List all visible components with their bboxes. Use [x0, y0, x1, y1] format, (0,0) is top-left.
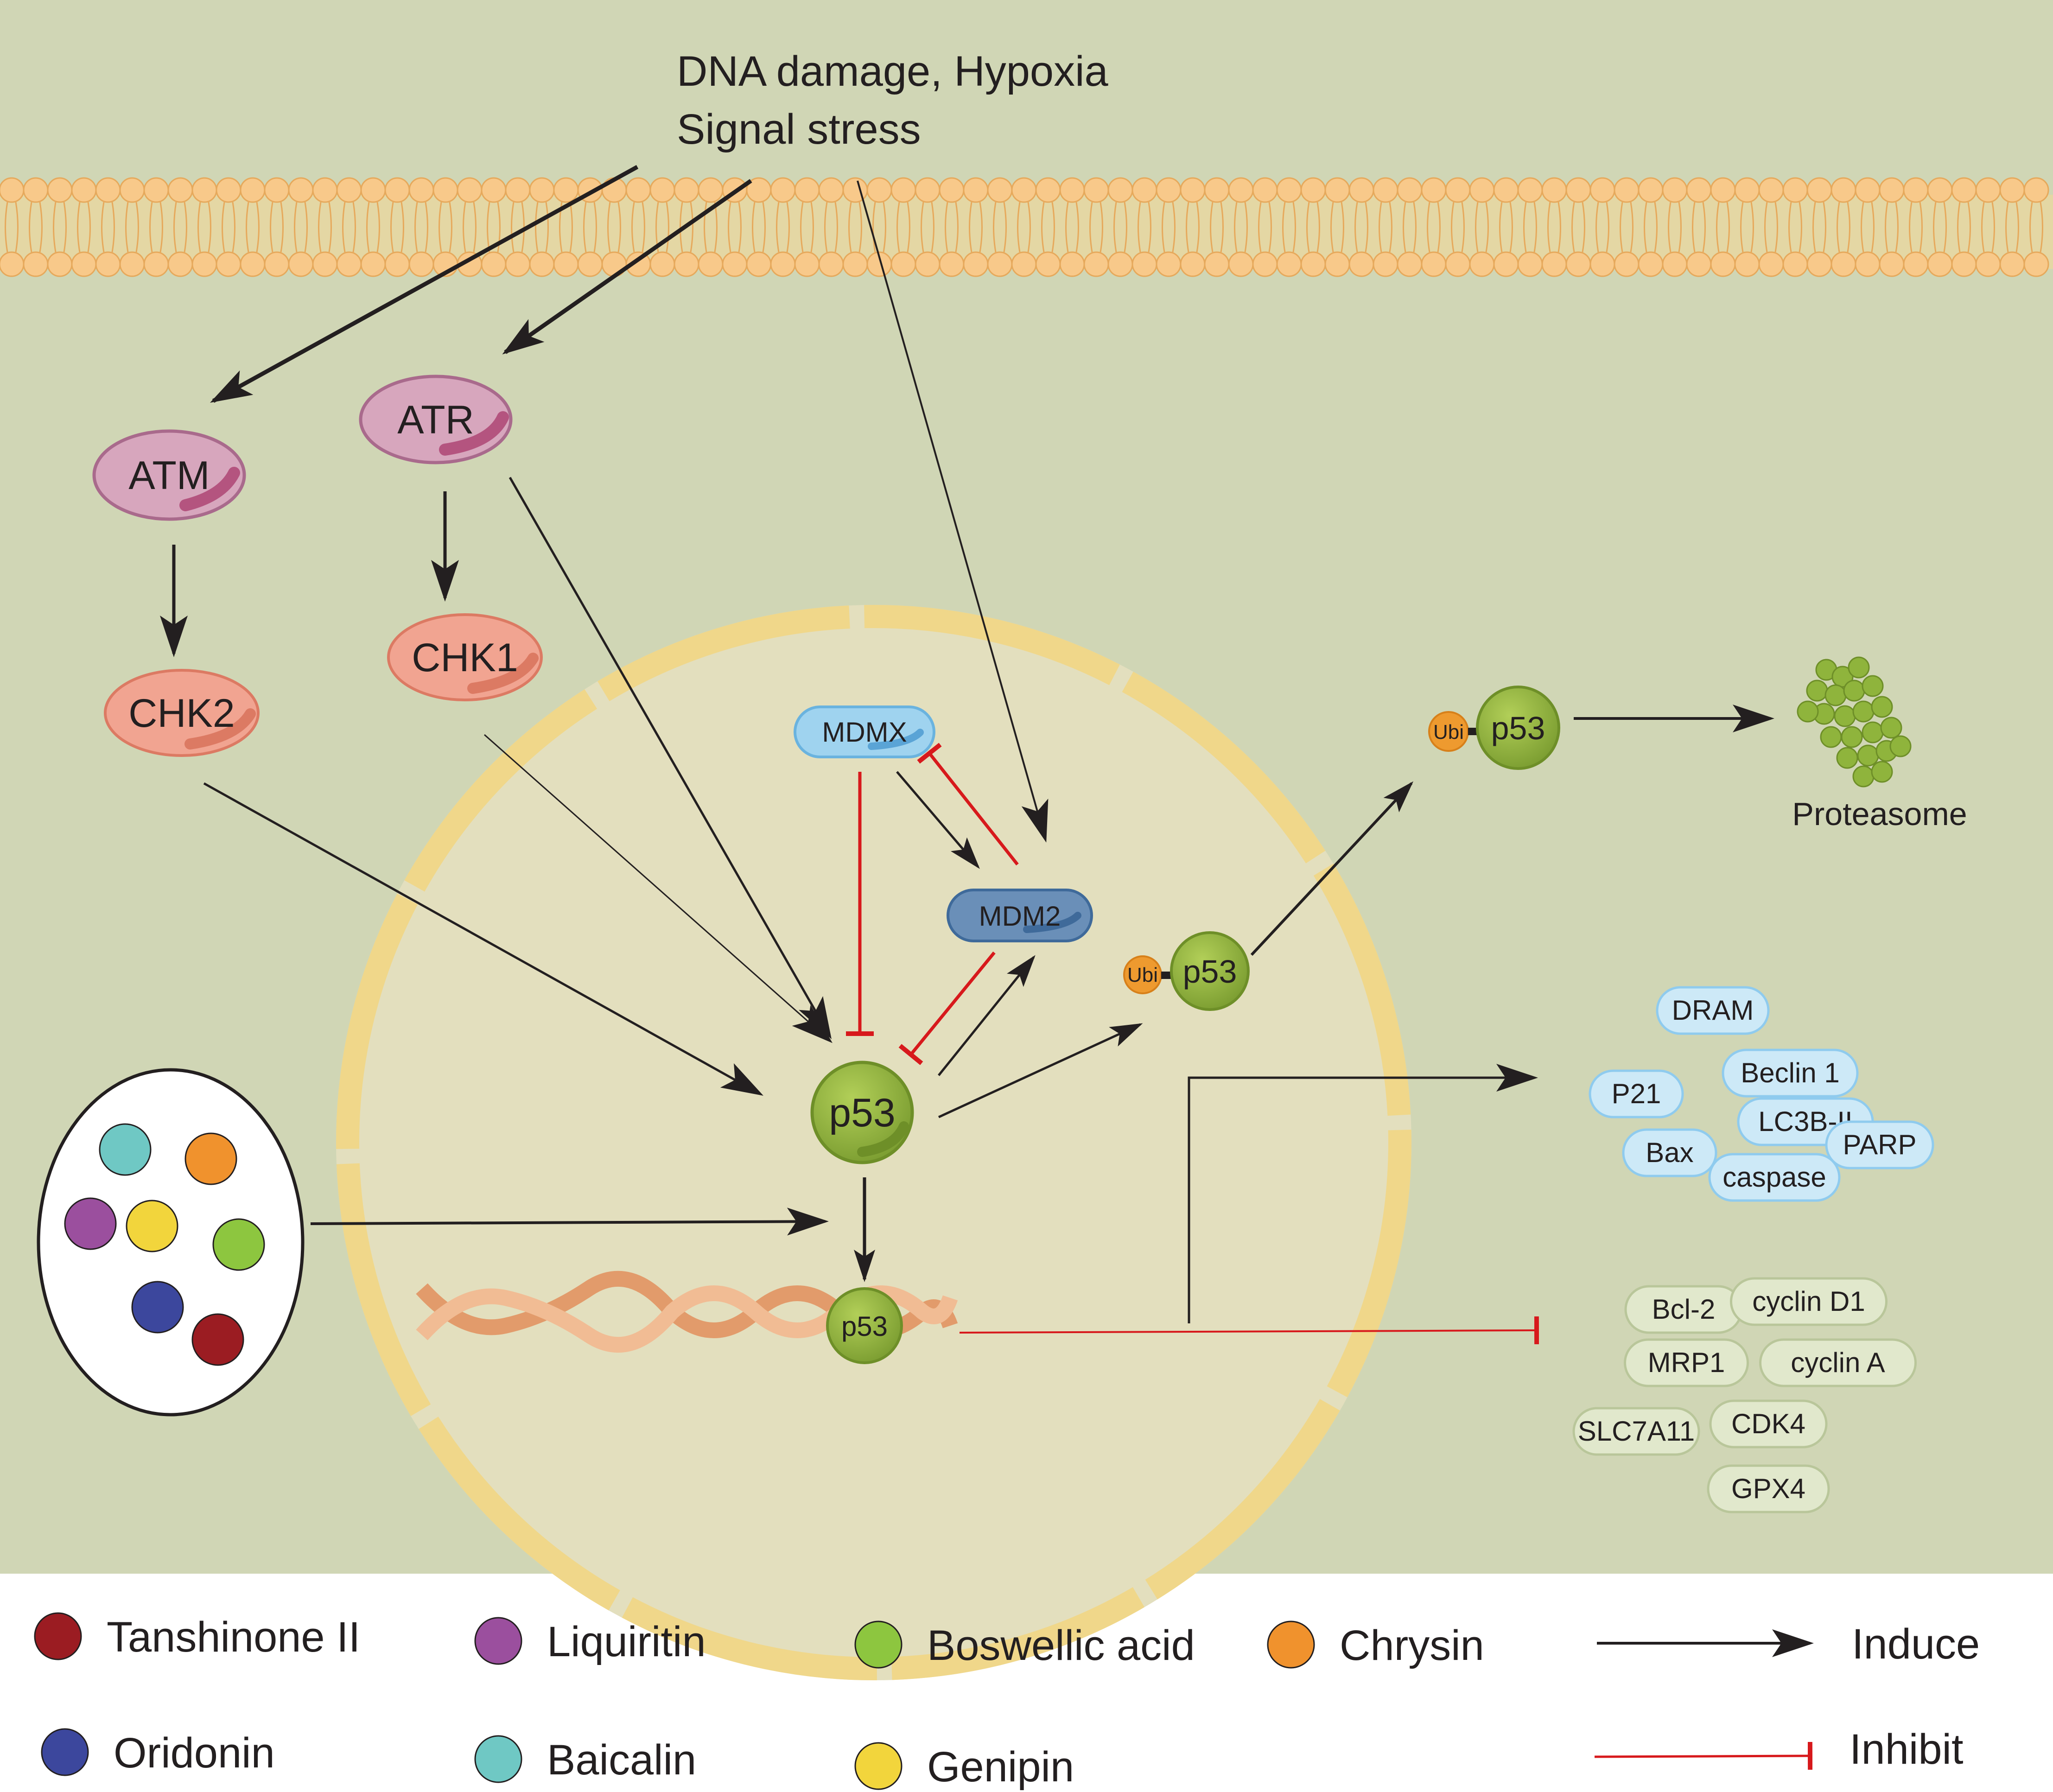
compound-cluster	[37, 1068, 305, 1417]
legend-label: Oridonin	[114, 1729, 275, 1777]
inhibited-target-pill-label: Bcl-2	[1652, 1294, 1716, 1325]
legend-induce-label: Induce	[1852, 1620, 1980, 1668]
legend-inhibit-label: Inhibit	[1850, 1726, 1964, 1773]
legend-label: Baicalin	[547, 1736, 696, 1784]
legend-item: Chrysin	[1267, 1620, 1484, 1669]
inhibited-target-pill-label: MRP1	[1648, 1347, 1725, 1378]
induced-target-pill: PARP	[1825, 1120, 1934, 1169]
legend-label: Boswellic acid	[927, 1622, 1195, 1669]
legend-label: Chrysin	[1340, 1622, 1484, 1669]
p53-label: p53	[829, 1091, 896, 1135]
induce-arrows	[160, 165, 1774, 1323]
stimulus-line-1: DNA damage, Hypoxia	[677, 48, 1109, 95]
mdm2-node: MDM2	[947, 889, 1093, 942]
proteasome: Proteasome	[1792, 656, 1967, 832]
legend-label: Tanshinone II	[107, 1614, 360, 1661]
legend-swatch	[854, 1620, 903, 1669]
legend-swatch	[34, 1612, 82, 1660]
p53-node: p53	[810, 1061, 914, 1164]
legend-inhibit-line	[1594, 1741, 1813, 1770]
cytoplasm-ubi-label: Ubi	[1433, 721, 1464, 743]
inhibited-target-pill-label: cyclin D1	[1752, 1286, 1865, 1317]
legend: Tanshinone II Liquiritin Boswellic acid Chr…	[34, 1612, 1484, 1791]
inhibited-target-pill: GPX4	[1707, 1464, 1830, 1513]
chk1-label: CHK1	[412, 635, 518, 680]
compound-dot	[131, 1281, 184, 1334]
induced-target-pill-label: PARP	[1843, 1129, 1917, 1160]
cytoplasm-ubi-p53: Ubi p53	[1428, 686, 1560, 770]
legend-item: Boswellic acid	[854, 1620, 1195, 1669]
inhibited-target-pill: cyclin D1	[1730, 1277, 1888, 1326]
legend-item: Baicalin	[474, 1735, 696, 1784]
induced-target-pill: caspase	[1708, 1153, 1841, 1202]
atm-node: ATM	[92, 429, 246, 521]
compound-dot	[212, 1218, 265, 1271]
induced-target-pill: P21	[1589, 1069, 1684, 1118]
mdm2-label: MDM2	[979, 901, 1061, 932]
induced-target-pill-label: DRAM	[1672, 995, 1754, 1026]
legend-label: Liquiritin	[547, 1618, 706, 1665]
induced-target-pill-label: P21	[1612, 1078, 1661, 1109]
inhibited-target-pill: cyclin A	[1759, 1338, 1917, 1387]
compound-dot	[64, 1197, 117, 1250]
p53-on-dna-label: p53	[841, 1311, 888, 1342]
cell-membrane	[0, 177, 2053, 277]
legend-item: Tanshinone II	[34, 1612, 360, 1661]
inhibited-target-pill: MRP1	[1624, 1338, 1749, 1387]
legend-item: Genipin	[854, 1742, 1074, 1791]
nuclear-ubi-p53-label: p53	[1183, 953, 1237, 990]
cytoplasm-ubi-p53-label: p53	[1491, 710, 1545, 746]
proteasome-label: Proteasome	[1792, 796, 1967, 832]
nuclear-ubi-p53: Ubi p53	[1123, 931, 1250, 1011]
induced-target-pill: DRAM	[1656, 986, 1770, 1035]
mdmx-node: MDMX	[794, 705, 935, 758]
inhibited-target-pill-label: CDK4	[1731, 1408, 1805, 1439]
inhibited-target-pill: Bcl-2	[1624, 1285, 1743, 1334]
nuclear-ubi-label: Ubi	[1127, 964, 1158, 986]
induced-target-pill: Bax	[1622, 1128, 1717, 1177]
legend-swatch	[41, 1728, 89, 1776]
atr-node: ATR	[359, 375, 513, 464]
induced-target-pill-label: Beclin 1	[1741, 1057, 1839, 1088]
induced-target-pill: Beclin 1	[1722, 1049, 1859, 1098]
legend-swatch	[854, 1742, 903, 1790]
legend-swatch	[474, 1617, 522, 1665]
induced-target-pill-label: Bax	[1646, 1137, 1693, 1168]
inhibit-lines	[846, 743, 1539, 1345]
inhibited-target-pill-label: cyclin A	[1791, 1347, 1885, 1378]
stimulus-line-2: Signal stress	[677, 106, 921, 153]
inhibited-target-pill: SLC7A11	[1572, 1407, 1700, 1456]
legend-label: Genipin	[927, 1743, 1074, 1791]
atm-label: ATM	[128, 453, 210, 498]
inhibited-targets: Bcl-2 cyclin D1 MRP1 cyclin A SLC7A11 CDK4GPX…	[1572, 1277, 1917, 1513]
inhibited-target-pill-label: GPX4	[1731, 1473, 1805, 1504]
compound-dot	[126, 1200, 178, 1252]
legend-swatch	[474, 1735, 522, 1783]
compound-dot	[184, 1132, 237, 1185]
compound-dot	[99, 1123, 152, 1176]
mdmx-label: MDMX	[822, 717, 907, 748]
legend-swatch	[1267, 1620, 1315, 1669]
induced-target-pill-label: caspase	[1722, 1162, 1826, 1193]
p53-on-dna: p53	[826, 1287, 903, 1364]
inhibited-target-pill-label: SLC7A11	[1578, 1416, 1695, 1447]
legend-item: Oridonin	[41, 1728, 275, 1777]
chk1-node: CHK1	[387, 613, 543, 701]
chk2-label: CHK2	[128, 691, 235, 736]
atr-label: ATR	[397, 398, 474, 442]
inhibited-target-pill: CDK4	[1709, 1399, 1828, 1449]
chk2-node: CHK2	[104, 669, 260, 757]
compound-dot	[191, 1313, 244, 1366]
legend-item: Liquiritin	[474, 1617, 706, 1665]
